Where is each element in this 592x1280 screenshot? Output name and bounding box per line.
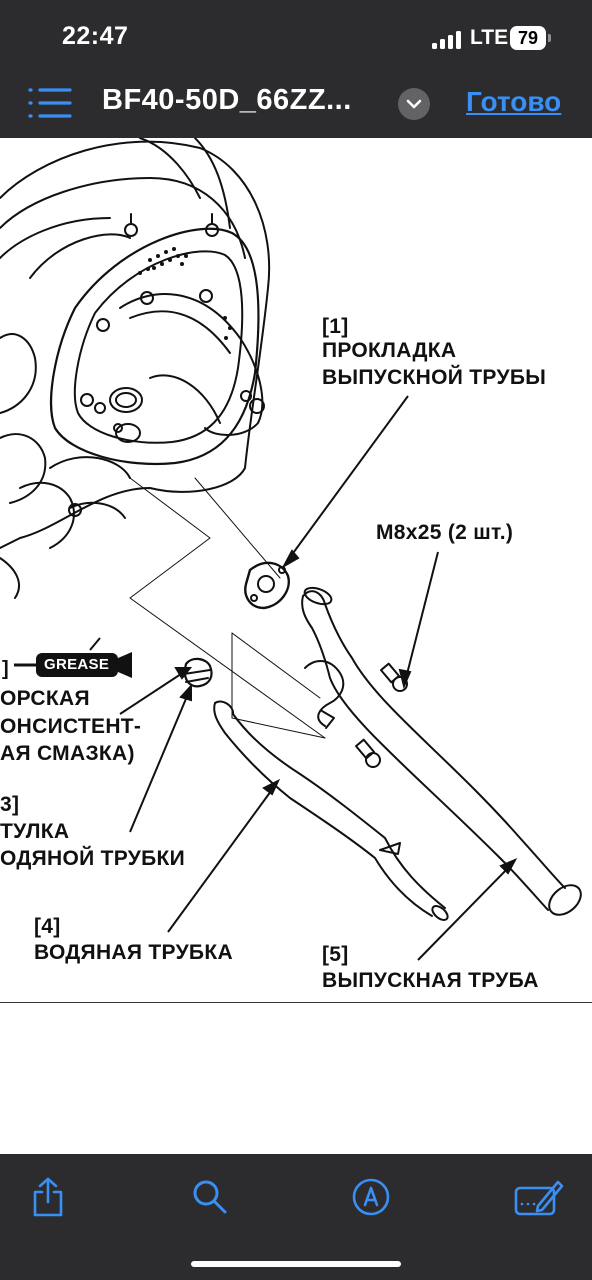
part4-number: [4] bbox=[34, 915, 61, 938]
part3-name-line1: ТУЛКА bbox=[0, 820, 70, 843]
part5-number: [5] bbox=[322, 943, 349, 966]
part1-name-line2: ВЫПУСКНОЙ ТРУБЫ bbox=[322, 366, 547, 389]
title-menu-button[interactable] bbox=[398, 88, 430, 120]
battery-icon bbox=[548, 34, 551, 42]
battery-level: 79 bbox=[510, 26, 546, 50]
navigation-bar: BF40-50D_66ZZ... Готово bbox=[0, 72, 592, 138]
grease-number: ] bbox=[2, 658, 9, 680]
markup-icon[interactable] bbox=[350, 1176, 392, 1218]
grease-line1: ОРСКАЯ bbox=[0, 687, 90, 710]
document-title: BF40-50D_66ZZ... bbox=[102, 84, 352, 116]
done-button[interactable]: Готово bbox=[466, 86, 562, 117]
part3-name-line2: ОДЯНОЙ ТРУБКИ bbox=[0, 847, 186, 870]
part4-name: ВОДЯНАЯ ТРУБКА bbox=[34, 941, 233, 964]
home-indicator bbox=[191, 1261, 401, 1267]
network-type: LTE bbox=[470, 26, 509, 49]
page-divider bbox=[0, 1002, 592, 1003]
grease-line3: АЯ СМАЗКА) bbox=[0, 742, 135, 765]
chevron-down-icon bbox=[406, 99, 422, 109]
part5-name: ВЫПУСКНАЯ ТРУБА bbox=[322, 969, 539, 992]
bottom-toolbar bbox=[0, 1154, 592, 1280]
part1-name-line1: ПРОКЛАДКА bbox=[322, 339, 457, 362]
document-page: [1] ПРОКЛАДКА ВЫПУСКНОЙ ТРУБЫ M8x25 (2 ш… bbox=[0, 138, 592, 1154]
list-menu-icon[interactable] bbox=[28, 86, 72, 120]
grease-line2: ОНСИСТЕНТ- bbox=[0, 715, 142, 738]
search-icon[interactable] bbox=[189, 1176, 231, 1218]
signal-strength-icon bbox=[432, 31, 461, 49]
grease-badge: GREASE bbox=[44, 656, 110, 673]
exploded-view-diagram bbox=[0, 138, 582, 961]
status-time: 22:47 bbox=[62, 22, 129, 50]
status-bar: 22:47 LTE 79 bbox=[0, 0, 592, 72]
grease-tube-icon bbox=[14, 637, 132, 678]
share-icon[interactable] bbox=[27, 1176, 69, 1218]
bolt-spec-label: M8x25 (2 шт.) bbox=[376, 521, 514, 544]
part3-number: 3] bbox=[0, 793, 20, 816]
part1-number: [1] bbox=[322, 315, 349, 338]
edit-icon[interactable] bbox=[514, 1176, 564, 1218]
